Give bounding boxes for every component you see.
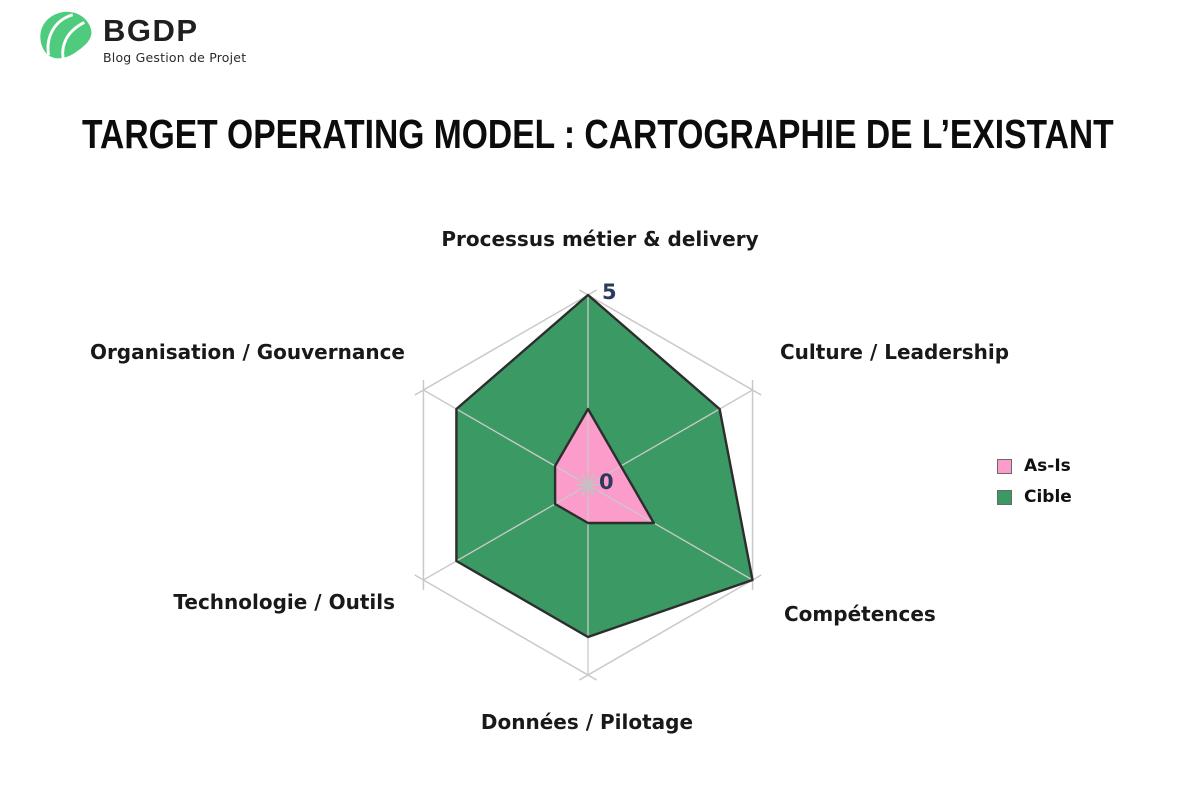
legend-label-as-is: As-Is <box>1024 456 1071 476</box>
leaf-icon <box>36 8 94 66</box>
logo-subtitle: Blog Gestion de Projet <box>103 50 247 65</box>
axis-label-technologie: Technologie / Outils <box>173 590 395 614</box>
page-title: TARGET OPERATING MODEL : CARTOGRAPHIE DE… <box>82 111 1114 157</box>
legend-label-cible: Cible <box>1024 487 1072 507</box>
legend-item-cible: Cible <box>997 487 1072 507</box>
legend-swatch-cible <box>997 489 1012 505</box>
axis-label-competences: Compétences <box>784 602 936 626</box>
legend-item-as-is: As-Is <box>997 456 1072 476</box>
legend: As-Is Cible <box>997 456 1072 507</box>
axis-label-processus: Processus métier & delivery <box>441 227 759 251</box>
logo: BGDP Blog Gestion de Projet <box>36 8 246 66</box>
legend-swatch-as-is <box>997 458 1012 474</box>
logo-name: BGDP <box>103 13 199 48</box>
axis-label-culture: Culture / Leadership <box>780 340 1010 364</box>
axis-label-organisation: Organisation / Gouvernance <box>89 340 405 364</box>
tick-label-min: 0 <box>599 470 614 494</box>
tick-label-max: 5 <box>602 280 617 304</box>
logo-text: BGDP Blog Gestion de Projet <box>103 8 246 65</box>
axis-label-donnees: Données / Pilotage <box>480 710 694 734</box>
